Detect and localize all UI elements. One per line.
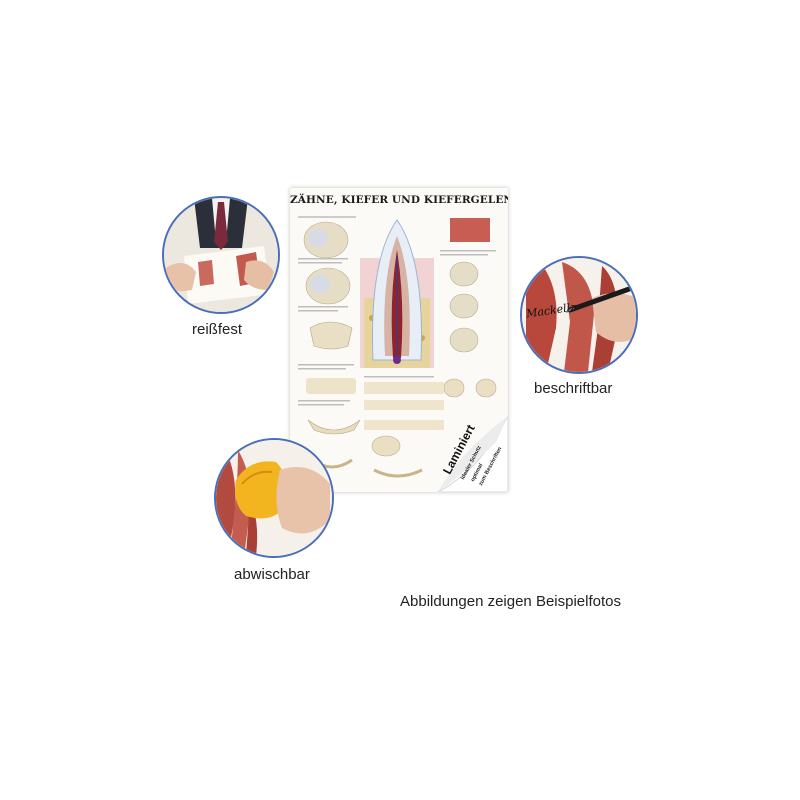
abwischbar-caption: abwischbar	[234, 566, 310, 583]
tooth-cross-section	[360, 219, 434, 368]
reissfest-caption: reißfest	[192, 321, 243, 338]
pen-writing-on-poster-image	[522, 258, 636, 372]
hands-tearing-poster-image	[164, 198, 278, 312]
poster-illustrations	[298, 216, 508, 492]
sponge-wiping-poster-image	[216, 440, 332, 556]
reissfest-photo-circle	[162, 196, 280, 314]
teeth-rows	[364, 382, 444, 478]
right-skull-column	[443, 218, 497, 398]
poster-caption-lines	[298, 250, 496, 406]
beschriftbar-photo-circle: Mackellz	[520, 256, 638, 374]
abwischbar-photo-circle	[214, 438, 334, 558]
example-photos-note: Abbildungen zeigen Beispielfotos	[400, 593, 621, 610]
corner-fold-shadow	[438, 416, 508, 492]
beschriftbar-caption: beschriftbar	[534, 380, 613, 397]
left-skull-column	[298, 216, 361, 469]
poster-title: ZÄHNE, KIEFER UND KIEFERGELENK	[290, 194, 508, 206]
